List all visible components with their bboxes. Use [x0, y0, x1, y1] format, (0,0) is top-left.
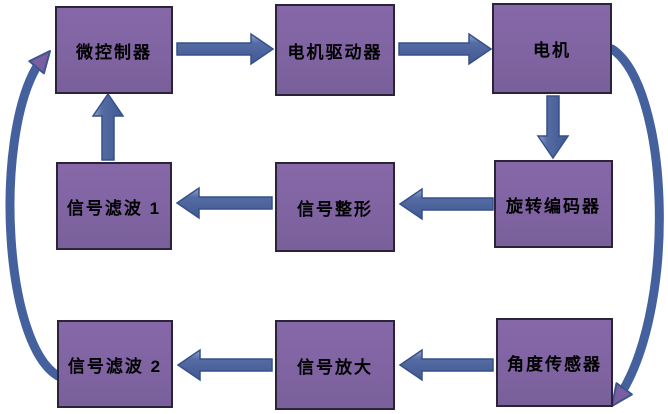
arrow-motor-driver-to-motor	[398, 32, 493, 66]
arrow-motor-to-rotary-encoder	[536, 95, 570, 160]
box-rotary-encoder: 旋转编码器	[494, 160, 613, 248]
arrow-signal-amplification-to-signal-filter-2	[176, 348, 273, 382]
arrow-motor-to-angle-sensor	[607, 44, 664, 407]
arrow-signal-filter-2-to-microcontroller	[5, 50, 63, 381]
box-angle-sensor: 角度传感器	[496, 318, 613, 407]
box-motor-driver: 电机驱动器	[275, 4, 395, 96]
box-motor-driver-label: 电机驱动器	[287, 42, 383, 62]
box-signal-filter-1-label: 信号滤波 1	[66, 198, 162, 218]
box-signal-shaping-label: 信号整形	[297, 199, 373, 219]
box-microcontroller-label: 微控制器	[76, 42, 152, 62]
box-microcontroller: 微控制器	[55, 6, 173, 94]
box-rotary-encoder-label: 旋转编码器	[506, 196, 601, 216]
arrow-microcontroller-to-motor-driver	[176, 32, 275, 66]
box-motor: 电机	[492, 3, 612, 94]
box-signal-filter-2-label: 信号滤波 2	[67, 356, 163, 376]
arrow-rotary-encoder-to-signal-shaping	[398, 187, 494, 221]
box-signal-amplification: 信号放大	[275, 320, 395, 410]
arrow-angle-sensor-to-signal-amplification	[398, 348, 494, 382]
box-signal-filter-1: 信号滤波 1	[56, 162, 172, 250]
box-signal-filter-2: 信号滤波 2	[57, 320, 173, 408]
box-angle-sensor-label: 角度传感器	[507, 355, 602, 374]
box-signal-amplification-label: 信号放大	[297, 357, 373, 377]
arrow-signal-shaping-to-signal-filter-1	[175, 186, 273, 220]
arrow-signal-filter-1-to-microcontroller	[91, 92, 125, 161]
box-signal-shaping: 信号整形	[275, 162, 395, 252]
box-motor-label: 电机	[533, 41, 571, 60]
